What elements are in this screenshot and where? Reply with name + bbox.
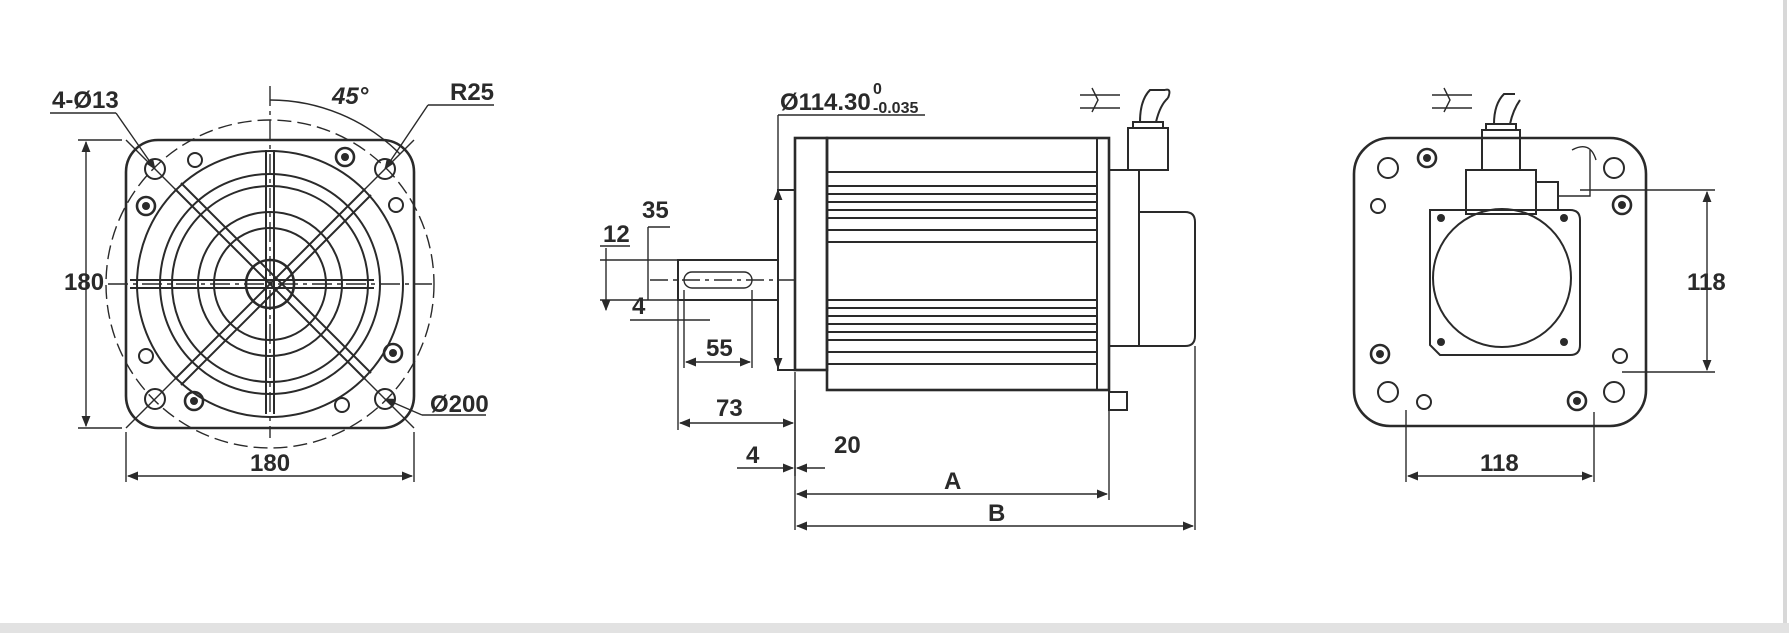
flange-thickness-dim: 20 — [834, 432, 861, 459]
rear-flange — [1352, 136, 1648, 428]
rear-horizontal-dim: 118 — [1480, 450, 1519, 477]
holes-label: 4-Ø13 — [52, 87, 119, 114]
radius-label: R25 — [450, 79, 494, 106]
key-height-dim: 12 — [603, 221, 630, 248]
cable-gland — [1127, 127, 1169, 171]
flange-offset-dim: 4 — [746, 442, 760, 469]
pilot-diameter-label: Ø114.30 — [780, 89, 871, 116]
length-b-label: B — [988, 500, 1005, 527]
length-a-label: A — [944, 468, 961, 495]
shaft-length-dim: 73 — [716, 395, 743, 422]
right-border — [1783, 0, 1787, 623]
side-view: Ø114.30 0 -0.035 12 35 4 55 73 4 20 — [600, 81, 1196, 531]
pitch-circle-label: Ø200 — [430, 391, 489, 418]
front-width-dim: 180 — [250, 450, 290, 477]
encoder-housing — [1108, 169, 1140, 347]
angle-label: 45° — [331, 83, 369, 110]
bottom-band — [0, 623, 1789, 633]
shaft-dim-35: 35 — [642, 197, 669, 224]
side-flange — [793, 136, 829, 372]
rear-view: 118 118 — [1352, 87, 1726, 482]
key-length-dim: 55 — [706, 335, 733, 362]
rear-vertical-dim: 118 — [1687, 269, 1726, 296]
svg-text:-0.035: -0.035 — [873, 100, 918, 117]
svg-text:0: 0 — [873, 81, 882, 98]
front-ribs — [130, 150, 374, 414]
front-height-dim: 180 — [64, 269, 104, 296]
key-width-dim: 4 — [632, 293, 646, 320]
front-view: 45° 4-Ø13 R25 Ø200 180 180 — [50, 79, 494, 482]
rear-cover — [1429, 209, 1581, 356]
rear-cable-gland — [1481, 129, 1521, 171]
cooling-fins — [827, 171, 1097, 365]
